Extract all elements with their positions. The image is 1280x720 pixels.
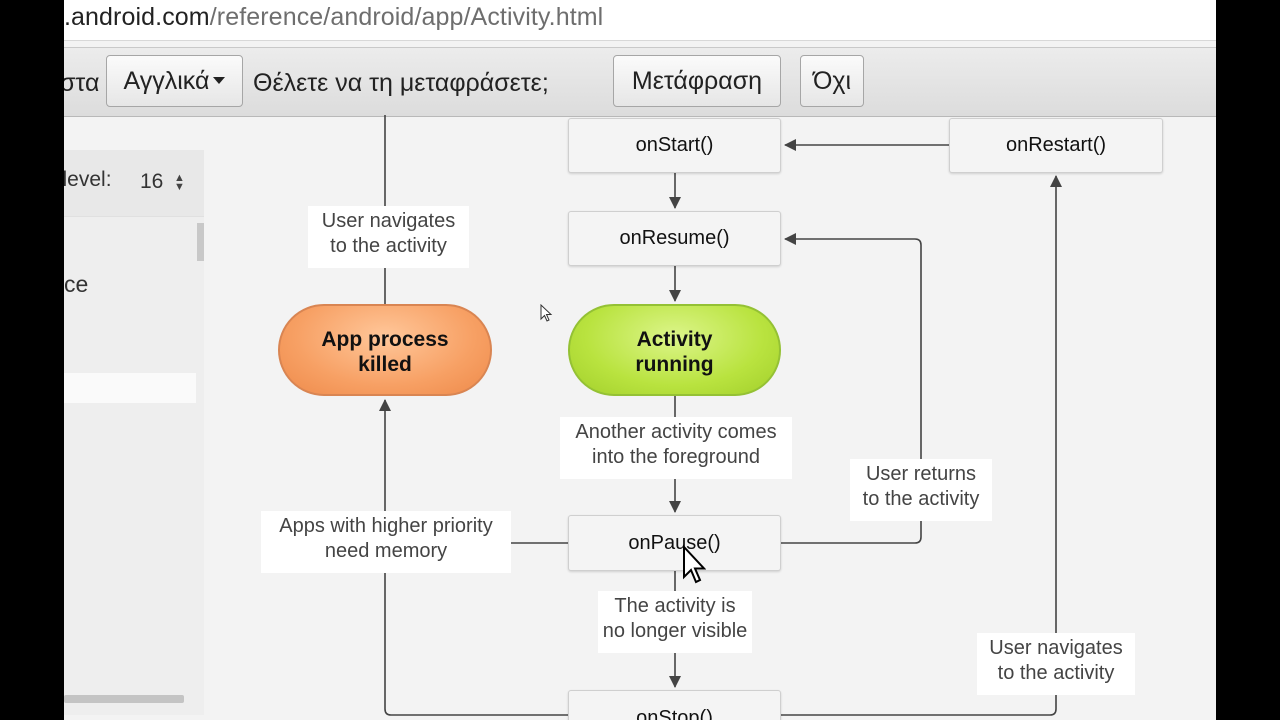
- api-level-value: 16: [140, 170, 164, 193]
- translate-prompt: Θέλετε να τη μεταφράσετε;: [253, 69, 549, 97]
- label-line: need memory: [324, 540, 448, 562]
- dropdown-caret-icon: [213, 77, 226, 85]
- browser-viewport: .android.com/reference/android/app/Activ…: [64, 0, 1216, 720]
- node-app-process-killed-line1: App process: [321, 328, 449, 351]
- label-line: to the activity: [330, 235, 447, 257]
- node-on-resume: onResume(): [568, 211, 781, 266]
- label-line: no longer visible: [602, 620, 748, 642]
- url-path: /reference/android/app/Activity.html: [209, 3, 604, 31]
- label-another-activity: Another activity comes into the foregrou…: [560, 417, 792, 479]
- node-on-pause: onPause(): [568, 515, 781, 571]
- label-line: Apps with higher priority: [279, 515, 493, 537]
- sidebar-highlight-row[interactable]: [64, 373, 196, 403]
- label-line: User returns: [865, 463, 977, 485]
- mouse-cursor-icon: [683, 545, 706, 584]
- node-on-start: onStart(): [568, 118, 781, 173]
- label-line: User navigates: [989, 637, 1123, 659]
- label-higher-priority: Apps with higher priority need memory: [261, 511, 511, 573]
- sidebar-scrollbar[interactable]: [197, 223, 204, 261]
- label-user-returns: User returns to the activity: [850, 459, 992, 521]
- connector-stop-restart: [781, 175, 1062, 716]
- sidebar-horizontal-scrollbar[interactable]: [64, 695, 184, 703]
- node-activity-running-line1: Activity: [636, 328, 713, 351]
- node-activity-running: Activity running: [568, 304, 781, 396]
- node-on-stop: onStop(): [568, 690, 781, 720]
- label-no-longer-visible: The activity is no longer visible: [598, 591, 752, 653]
- node-app-process-killed: App process killed: [278, 304, 492, 396]
- label-line: to the activity: [862, 488, 980, 510]
- label-user-navigates-bottom: User navigates to the activity: [977, 633, 1135, 695]
- label-line: into the foreground: [592, 446, 760, 468]
- no-translate-button[interactable]: Όχι: [800, 55, 864, 107]
- translate-bar-partial-text: στα: [64, 69, 100, 97]
- label-line: Another activity comes: [575, 421, 777, 443]
- node-on-restart: onRestart(): [949, 118, 1163, 173]
- translate-bar: στα Αγγλικά Θέλετε να τη μεταφράσετε; Με…: [64, 47, 1216, 117]
- mouse-cursor-icon: [540, 304, 553, 322]
- node-app-process-killed-line2: killed: [358, 353, 412, 376]
- language-select[interactable]: Αγγλικά: [106, 55, 243, 107]
- sidebar-partial-item[interactable]: ce: [64, 271, 89, 297]
- translate-button[interactable]: Μετάφραση: [613, 55, 781, 107]
- label-line: User navigates: [321, 210, 456, 232]
- language-select-value: Αγγλικά: [123, 67, 210, 95]
- address-bar[interactable]: .android.com/reference/android/app/Activ…: [64, 0, 1216, 41]
- spinner-arrows-icon[interactable]: ▲▼: [174, 172, 185, 193]
- sidebar: l level: 16 ▲▼ ce: [64, 150, 204, 715]
- url-text[interactable]: .android.com/reference/android/app/Activ…: [64, 0, 603, 34]
- label-user-navigates-top: User navigates to the activity: [308, 206, 469, 268]
- connector-stop-killed: [384, 560, 569, 716]
- api-level-selector[interactable]: l level: 16 ▲▼: [64, 150, 204, 217]
- label-line: The activity is: [614, 595, 736, 617]
- url-host: .android.com: [64, 3, 210, 31]
- node-activity-running-line2: running: [635, 353, 714, 376]
- label-line: to the activity: [997, 662, 1115, 684]
- api-level-label: l level:: [64, 168, 112, 191]
- connector-pause-resume: [781, 233, 922, 544]
